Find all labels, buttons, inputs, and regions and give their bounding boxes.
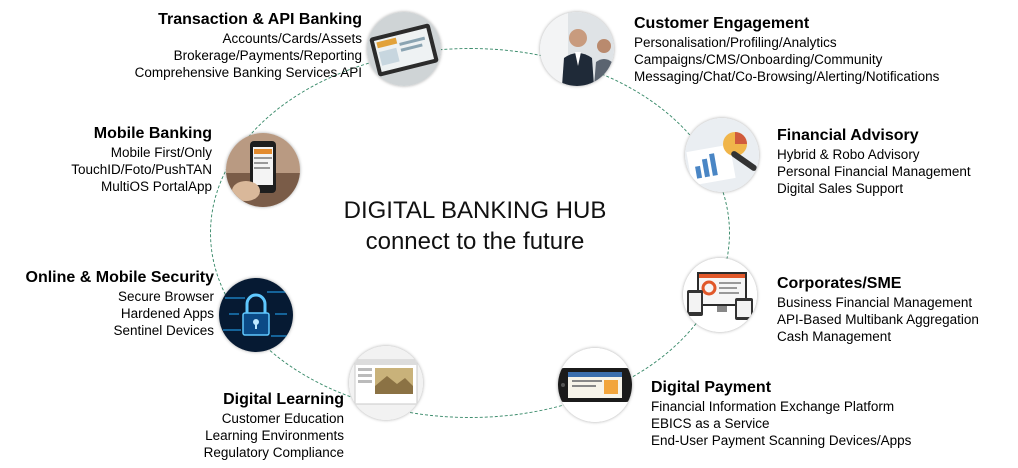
digital-learning-item: Customer Education bbox=[221, 411, 344, 426]
mobile-banking-block: Mobile Banking Mobile First/Only TouchID… bbox=[30, 124, 212, 195]
mobile-banking-title: Mobile Banking bbox=[93, 125, 212, 142]
transaction-banking-item: Brokerage/Payments/Reporting bbox=[173, 48, 362, 63]
hub-dashed-ring bbox=[210, 48, 730, 418]
corporates-sme-item: Cash Management bbox=[777, 329, 892, 344]
digital-payment-block: Digital Payment Financial Information Ex… bbox=[651, 378, 981, 449]
digital-payment-item: End-User Payment Scanning Devices/Apps bbox=[651, 433, 912, 448]
customer-engagement-item: Personalisation/Profiling/Analytics bbox=[634, 35, 837, 50]
payment-terminal-icon bbox=[558, 348, 632, 422]
smartphone-app-icon bbox=[226, 133, 300, 207]
learning-screen-icon bbox=[349, 346, 423, 420]
digital-learning-title: Digital Learning bbox=[223, 391, 344, 408]
hub-title-line2: connect to the future bbox=[365, 228, 585, 255]
tablet-dashboard-icon bbox=[367, 12, 441, 86]
transaction-banking-block: Transaction & API Banking Accounts/Cards… bbox=[40, 10, 362, 81]
transaction-banking-title: Transaction & API Banking bbox=[158, 11, 362, 28]
digital-payment-title: Digital Payment bbox=[651, 379, 772, 396]
corporates-sme-title: Corporates/SME bbox=[777, 275, 902, 292]
customer-engagement-title: Customer Engagement bbox=[634, 15, 810, 32]
mobile-banking-item: MultiOS PortalApp bbox=[100, 179, 212, 194]
business-meeting-icon bbox=[540, 12, 614, 86]
multi-device-dashboard-icon bbox=[683, 258, 757, 332]
transaction-banking-item: Accounts/Cards/Assets bbox=[222, 31, 362, 46]
hub-title-line1: DIGITAL BANKING HUB bbox=[343, 197, 607, 224]
corporates-sme-item: API-Based Multibank Aggregation bbox=[777, 312, 979, 327]
financial-advisory-block: Financial Advisory Hybrid & Robo Advisor… bbox=[777, 126, 1017, 197]
digital-lock-icon bbox=[219, 278, 293, 352]
customer-engagement-item: Messaging/Chat/Co-Browsing/Alerting/Noti… bbox=[634, 69, 940, 84]
security-title: Online & Mobile Security bbox=[25, 269, 214, 286]
financial-advisory-item: Personal Financial Management bbox=[777, 164, 971, 179]
customer-engagement-block: Customer Engagement Personalisation/Prof… bbox=[634, 14, 1016, 85]
corporates-sme-block: Corporates/SME Business Financial Manage… bbox=[777, 274, 1017, 345]
financial-advisory-item: Digital Sales Support bbox=[777, 181, 904, 196]
financial-advisory-title: Financial Advisory bbox=[777, 127, 919, 144]
charts-analysis-icon bbox=[685, 118, 759, 192]
transaction-banking-item: Comprehensive Banking Services API bbox=[134, 65, 362, 80]
security-item: Hardened Apps bbox=[120, 306, 214, 321]
customer-engagement-item: Campaigns/CMS/Onboarding/Community bbox=[634, 52, 883, 67]
security-block: Online & Mobile Security Secure Browser … bbox=[6, 268, 214, 339]
hub-title: DIGITAL BANKING HUB connect to the futur… bbox=[310, 195, 640, 257]
digital-learning-block: Digital Learning Customer Education Lear… bbox=[150, 390, 344, 461]
mobile-banking-item: Mobile First/Only bbox=[110, 145, 212, 160]
financial-advisory-item: Hybrid & Robo Advisory bbox=[777, 147, 920, 162]
digital-learning-item: Regulatory Compliance bbox=[203, 445, 344, 460]
security-item: Sentinel Devices bbox=[113, 323, 214, 338]
mobile-banking-item: TouchID/Foto/PushTAN bbox=[71, 162, 212, 177]
corporates-sme-item: Business Financial Management bbox=[777, 295, 973, 310]
digital-learning-item: Learning Environments bbox=[205, 428, 344, 443]
security-item: Secure Browser bbox=[117, 289, 214, 304]
digital-payment-item: EBICS as a Service bbox=[651, 416, 770, 431]
digital-payment-item: Financial Information Exchange Platform bbox=[651, 399, 895, 414]
